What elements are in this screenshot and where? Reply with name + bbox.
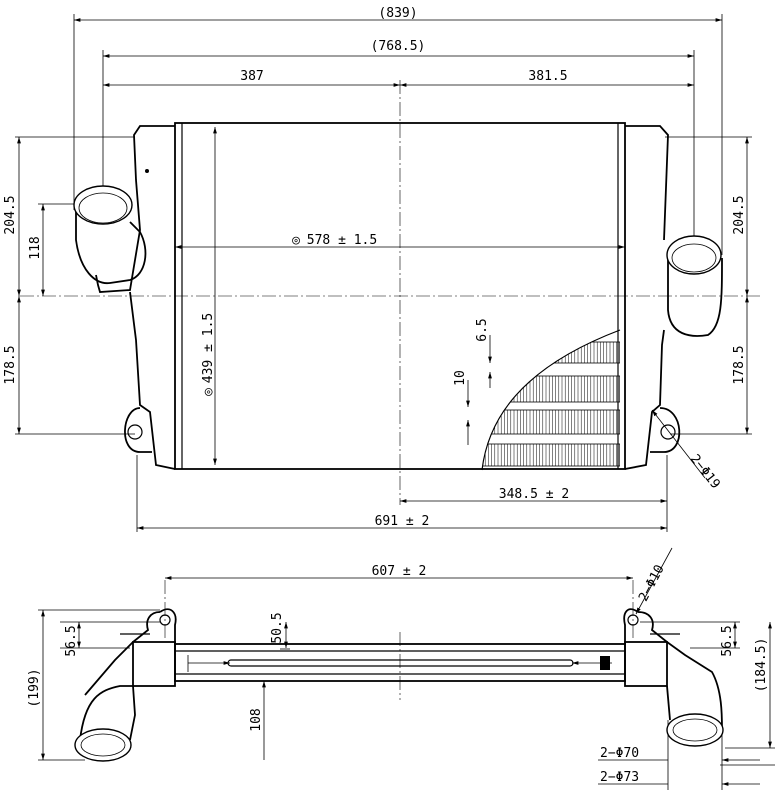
dim-mount-holes: 2−Φ19 [687, 452, 723, 492]
flatness-symbol-height: ◎ [201, 388, 216, 396]
dim-left-inlet-offset: 118 [28, 236, 43, 259]
dim-right-upper-height: 204.5 [732, 195, 747, 234]
dim-bottom-total-height-right: (184.5) [754, 638, 769, 693]
dim-left-upper-height: 204.5 [3, 195, 18, 234]
dim-left-lower-height: 178.5 [3, 345, 18, 384]
front-view: (839) (768.5) 387 381.5 204.5 178.5 118 … [3, 6, 760, 532]
dim-tube-inner-dia: 2−Φ70 [600, 746, 639, 761]
dim-mount-span: 691 ± 2 [375, 514, 430, 529]
dim-core-height: 439 ± 1.5 [201, 313, 216, 383]
top-view: 607 ± 2 2−Φ10 (199) 56.5 50.5 108 56.5 (… [27, 547, 775, 790]
dim-bottom-bracket-holes: 2−Φ10 [636, 563, 668, 605]
flatness-symbol-width: ◎ [292, 233, 300, 248]
dim-bottom-depth: 108 [249, 708, 264, 731]
dim-right-half: 381.5 [528, 69, 567, 84]
dim-center-to-right: 348.5 ± 2 [499, 487, 569, 502]
dim-core-width: 578 ± 1.5 [307, 233, 377, 248]
fin-detail [482, 341, 620, 467]
dim-overall-width: (839) [378, 6, 417, 21]
dim-inlet-outlet-span: (768.5) [371, 39, 426, 54]
dim-fin-pitch-large: 10 [453, 370, 468, 386]
dim-bottom-offset-right: 56.5 [720, 625, 735, 656]
dim-tube-outer-dia: 2−Φ73 [600, 770, 639, 785]
dim-left-half: 387 [240, 69, 263, 84]
dim-right-lower-height: 178.5 [732, 345, 747, 384]
dim-bottom-offset-left: 56.5 [64, 625, 79, 656]
dim-bottom-offset-tube: 50.5 [270, 612, 285, 643]
dim-bottom-total-height-left: (199) [27, 668, 42, 707]
dim-fin-pitch-small: 6.5 [475, 318, 490, 341]
dim-bottom-bracket-span: 607 ± 2 [372, 564, 427, 579]
